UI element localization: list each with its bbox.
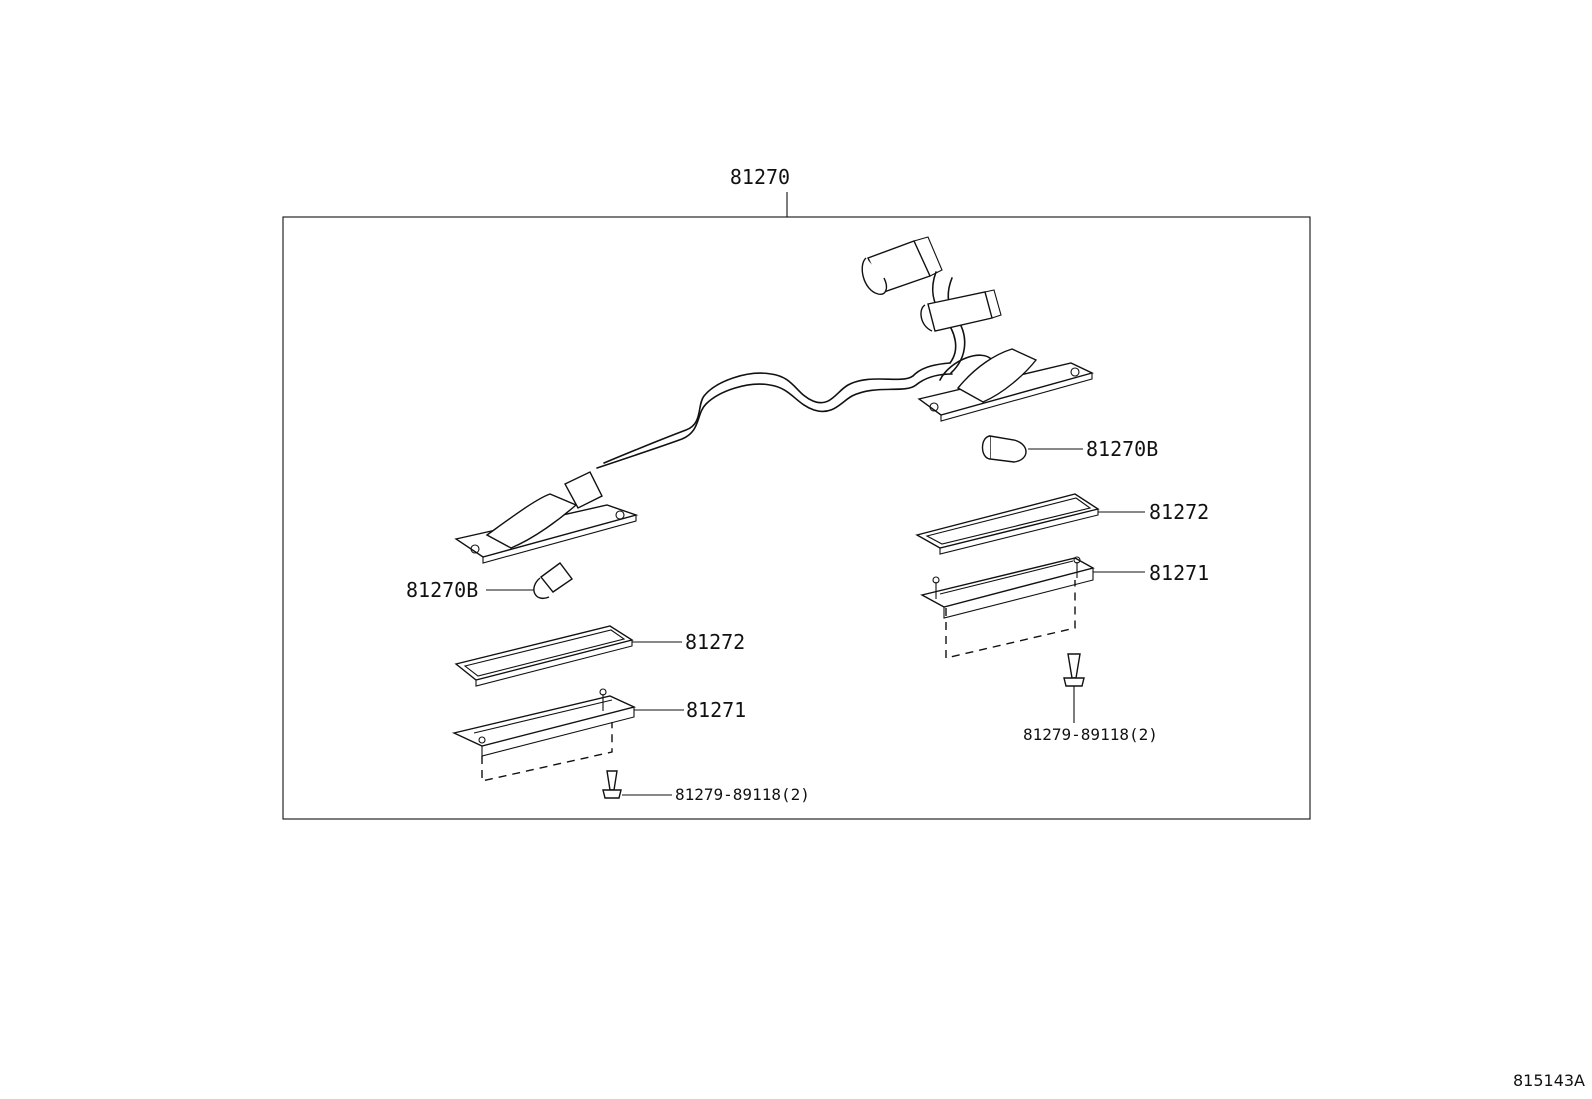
right-screw-guide	[945, 580, 1076, 659]
wire-harness	[596, 271, 996, 469]
housing-left-label: 81271	[686, 698, 746, 722]
connector-plug-upper	[861, 236, 943, 295]
housing-right-label: 81271	[1149, 561, 1209, 585]
housing-right-drawing	[920, 556, 1145, 619]
lens-right-drawing	[915, 493, 1145, 555]
screw-left-drawing	[602, 770, 672, 799]
bulb-left-label: 81270B	[406, 578, 478, 602]
bulb-left-drawing	[486, 562, 573, 600]
figure-id-label: 815143A	[1513, 1071, 1585, 1090]
bulb-right-drawing	[981, 435, 1083, 463]
assembly-frame	[282, 216, 1311, 820]
left-lamp-body	[454, 471, 639, 564]
lens-right-label: 81272	[1149, 500, 1209, 524]
right-lamp-body	[917, 348, 1094, 422]
assembly-part-label: 81270	[730, 165, 790, 189]
screw-right-label: 81279-89118(2)	[1023, 725, 1158, 744]
lens-left-drawing	[454, 625, 682, 687]
connector-plug-middle	[920, 289, 1002, 332]
screw-left-label: 81279-89118(2)	[675, 785, 810, 804]
screw-right-drawing	[1063, 653, 1085, 723]
housing-left-drawing	[451, 688, 684, 757]
left-screw-guide	[481, 722, 613, 782]
lens-left-label: 81272	[685, 630, 745, 654]
bulb-right-label: 81270B	[1086, 437, 1158, 461]
